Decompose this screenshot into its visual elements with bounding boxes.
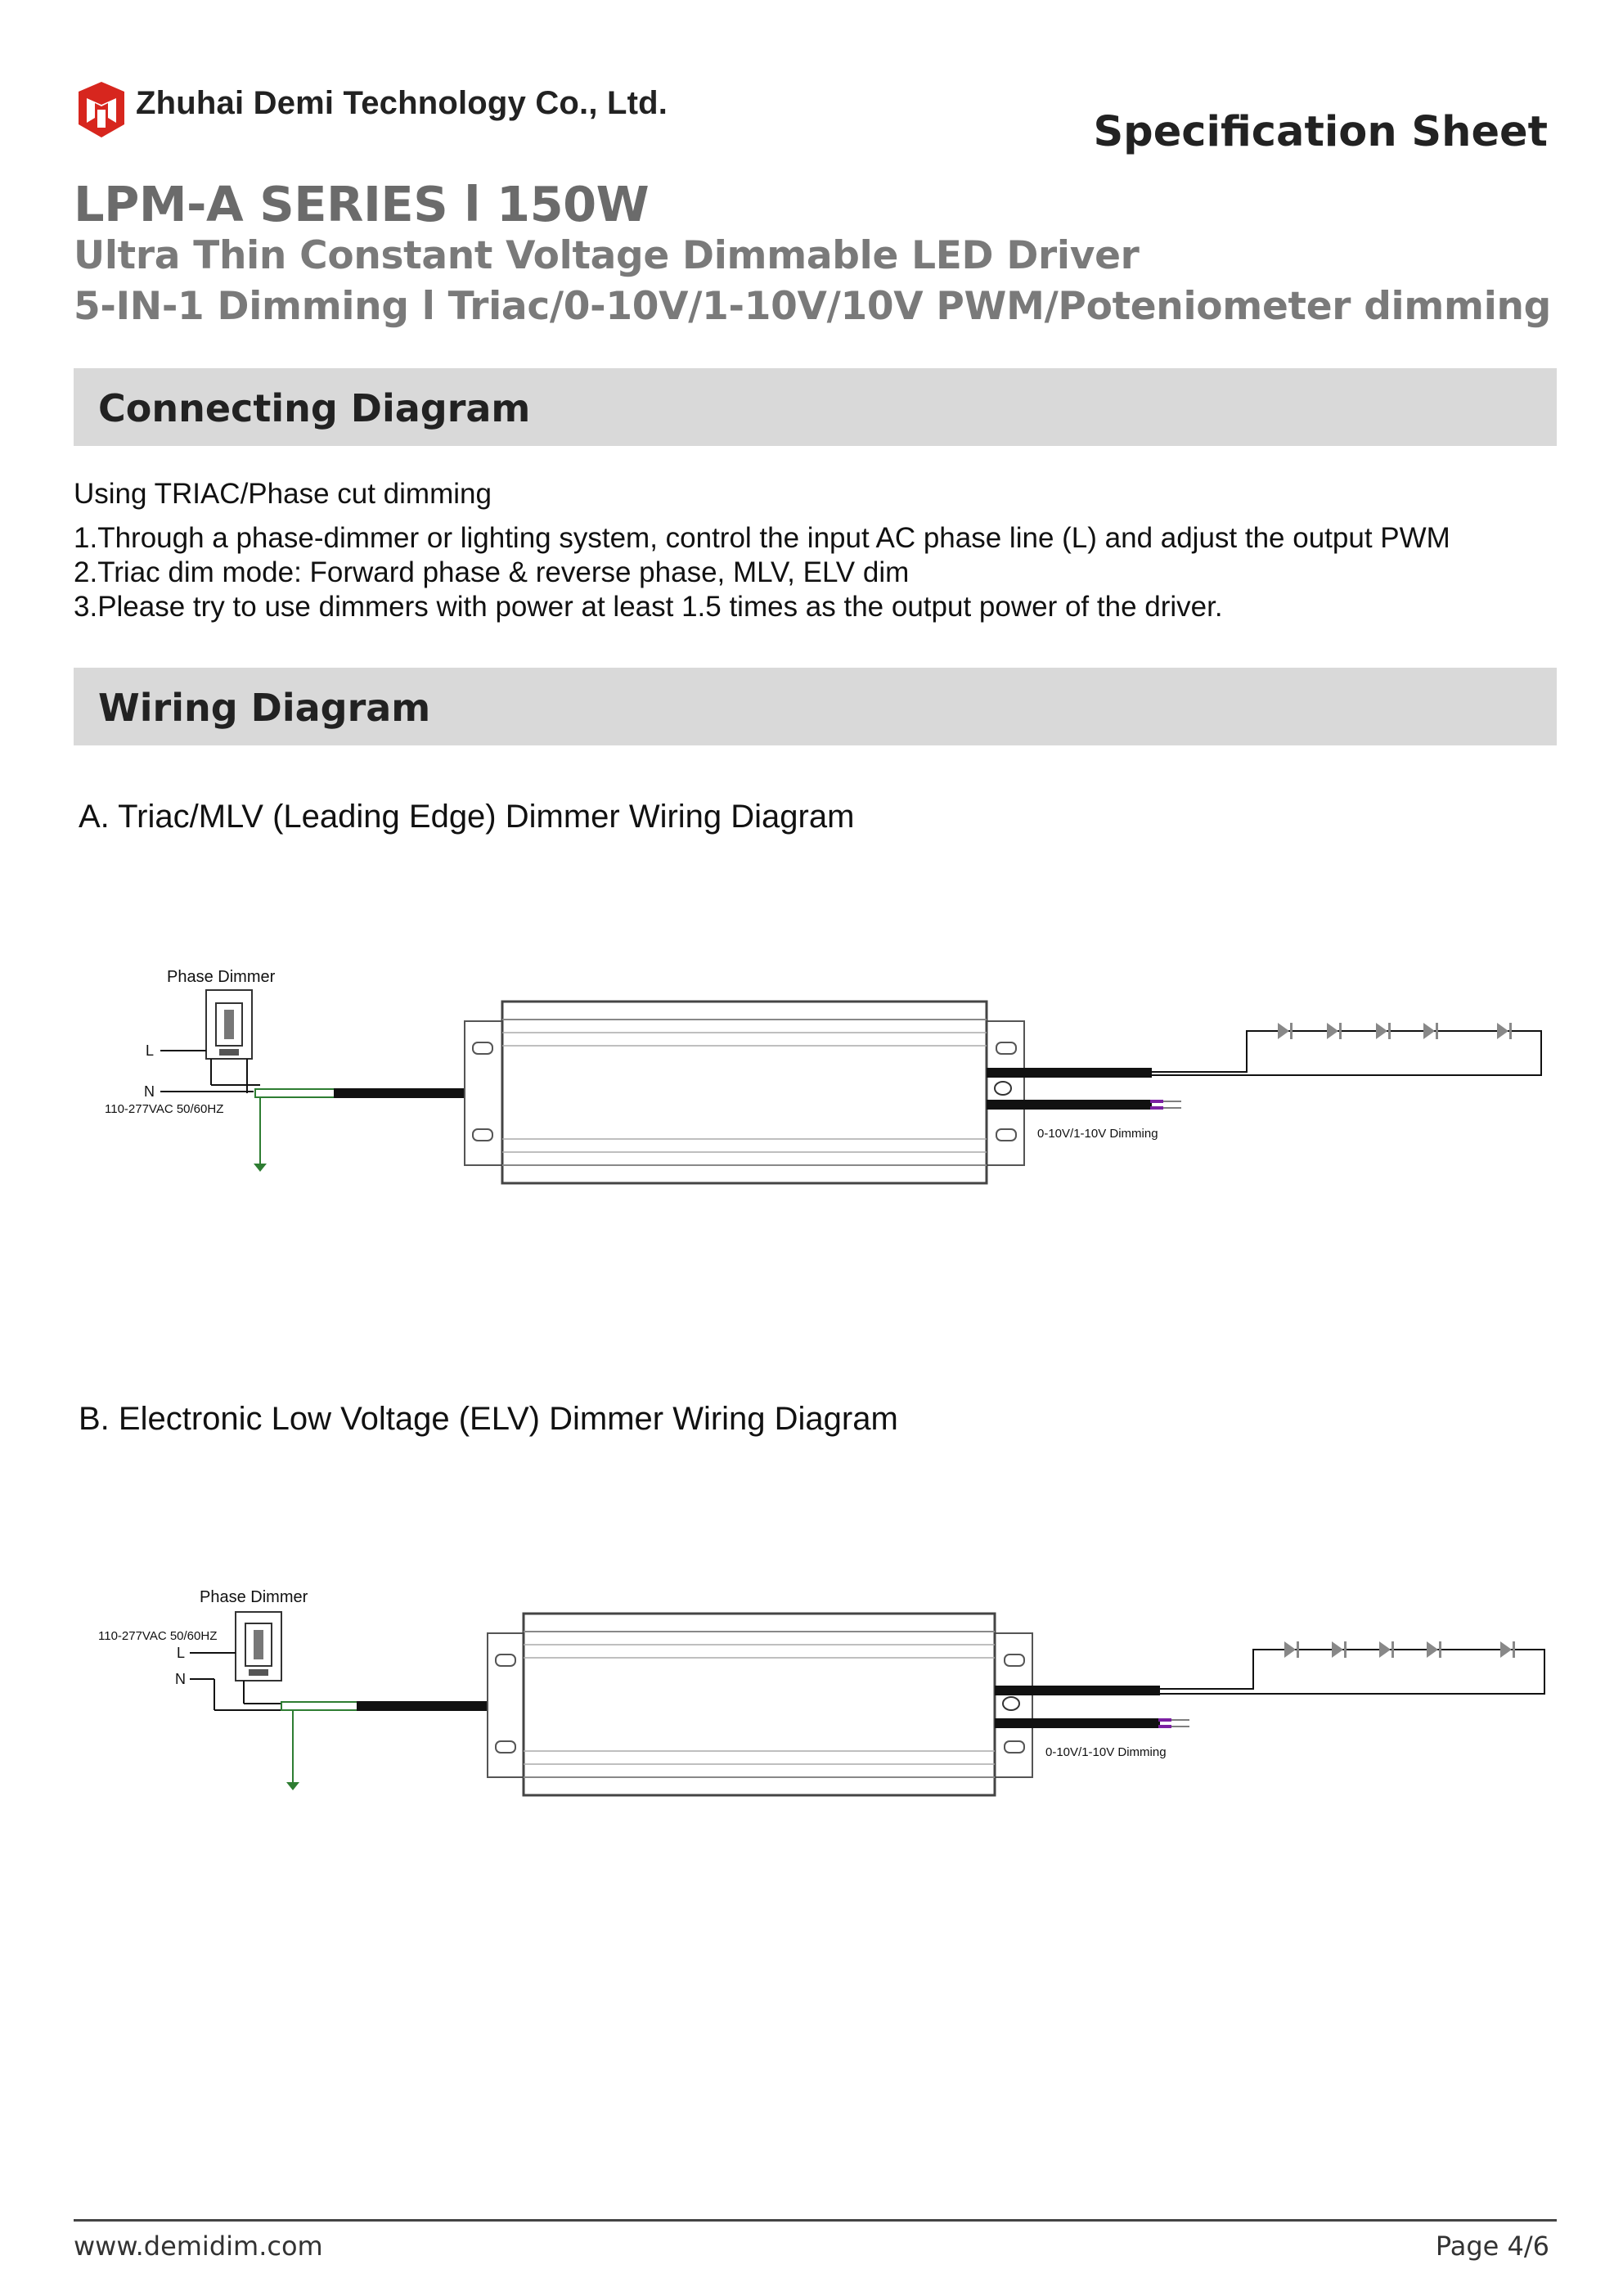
wiring-diagram-a: Phase Dimmer L N 110-277VAC 50/60HZ [105,968,1542,1185]
company-name: Zhuhai Demi Technology Co., Ltd. [136,85,668,121]
neutral-label: N [175,1671,186,1687]
ground-icon [254,1164,267,1172]
dimmer-label: Phase Dimmer [167,968,276,986]
wiring-diagram-b: Phase Dimmer 110-277VAC 50/60HZ L N 0-10… [98,1588,1545,1797]
wiring-diagram-header: Wiring Diagram [74,668,1557,745]
neutral-label: N [144,1083,155,1100]
line-label: L [146,1042,154,1059]
connecting-item-1: 1.Through a phase-dimmer or lighting sys… [74,522,1450,554]
section-heading: Connecting Diagram [98,386,531,430]
diagram-b-title: B. Electronic Low Voltage (ELV) Dimmer W… [79,1401,898,1437]
led-driver-body [487,1612,1033,1797]
connecting-intro: Using TRIAC/Phase cut dimming [74,478,492,510]
connecting-item-3: 3.Please try to use dimmers with power a… [74,591,1223,623]
dimmer-label: Phase Dimmer [200,1588,308,1606]
product-dimming: 5-IN-1 Dimming l Triac/0-10V/1-10V/10V P… [74,284,1552,329]
phase-dimmer-icon [235,1611,282,1681]
footer-website[interactable]: www.demidim.com [74,2231,323,2262]
phase-dimmer-icon [205,989,253,1060]
input-label: 110-277VAC 50/60HZ [98,1629,217,1643]
led-driver-body [464,1000,1025,1185]
led-string-icon [1278,1023,1512,1039]
connecting-diagram-header: Connecting Diagram [74,368,1557,446]
document-type: Specification Sheet [1093,108,1548,156]
demi-logo-icon [79,82,124,137]
section-heading: Wiring Diagram [98,686,431,730]
dim-label: 0-10V/1-10V Dimming [1045,1745,1167,1759]
line-label: L [177,1645,185,1661]
led-string-icon [1284,1641,1515,1658]
ground-icon [286,1782,299,1790]
dim-label: 0-10V/1-10V Dimming [1037,1127,1158,1141]
page-number: Page 4/6 [1435,2231,1549,2262]
diagram-a-title: A. Triac/MLV (Leading Edge) Dimmer Wirin… [79,799,855,835]
product-subtitle: Ultra Thin Constant Voltage Dimmable LED… [74,233,1140,278]
footer-divider [74,2219,1557,2222]
product-title: LPM-A SERIES l 150W [74,176,650,232]
connecting-item-2: 2.Triac dim mode: Forward phase & revers… [74,556,910,588]
input-label: 110-277VAC 50/60HZ [105,1102,223,1116]
